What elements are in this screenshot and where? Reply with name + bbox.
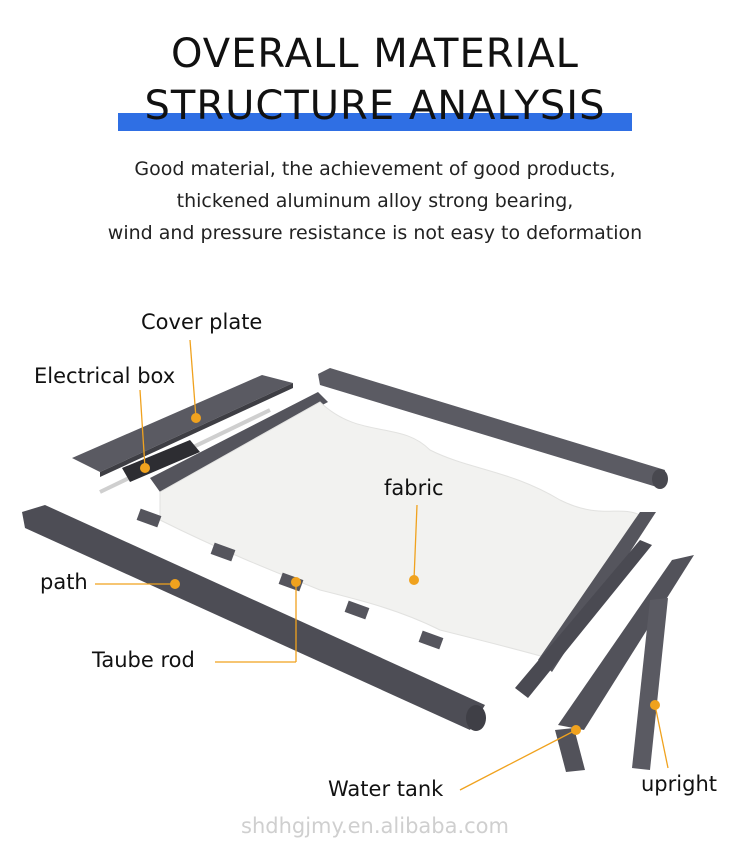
path-rail: [22, 505, 485, 730]
description-line-1: Good material, the achievement of good p…: [134, 158, 616, 180]
marker-dot: [650, 700, 660, 710]
marker-dot: [170, 579, 180, 589]
upright-post: [555, 728, 585, 772]
label-electrical-box: Electrical box: [34, 364, 176, 388]
back-rail: [318, 368, 665, 488]
page-title-line-2: STRUCTURE ANALYSIS: [144, 83, 606, 129]
description-line-2: thickened aluminum alloy strong bearing,: [176, 190, 574, 212]
taube-rod-clips: [136, 508, 444, 650]
cover-plate: [72, 375, 293, 472]
label-upright: upright: [641, 772, 717, 796]
watermark: shdhgjmy.en.alibaba.com: [241, 814, 509, 838]
title-accent-bar: [118, 113, 632, 131]
label-fabric: fabric: [384, 476, 444, 500]
description-line-3: wind and pressure resistance is not easy…: [107, 222, 643, 244]
marker-dot: [191, 413, 201, 423]
title-block: OVERALL MATERIAL STRUCTURE ANALYSIS: [0, 28, 750, 132]
page-title-line-1: OVERALL MATERIAL: [171, 31, 579, 77]
marker-dot: [140, 463, 150, 473]
marker-dot: [571, 725, 581, 735]
marker-dot: [409, 575, 419, 585]
label-taube-rod: Taube rod: [92, 648, 195, 672]
front-beam: [150, 392, 328, 492]
label-cover-plate: Cover plate: [141, 310, 263, 334]
marker-dot: [291, 577, 301, 587]
label-water-tank: Water tank: [328, 777, 444, 801]
water-tank-beam: [558, 555, 694, 730]
label-path: path: [40, 570, 88, 594]
